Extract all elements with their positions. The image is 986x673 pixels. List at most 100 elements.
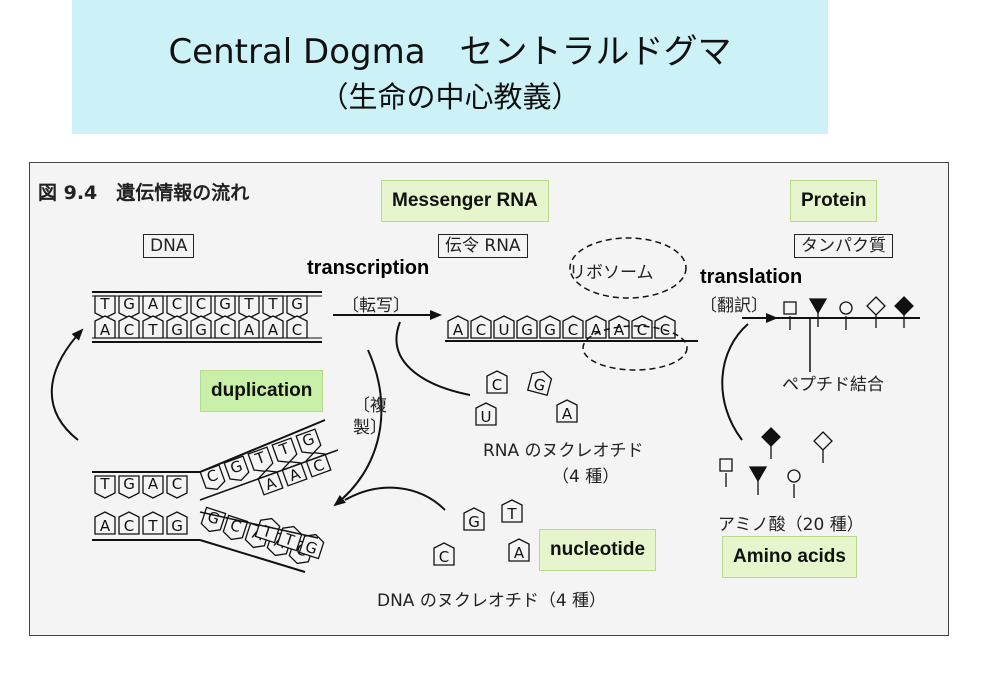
dna-free-nucleotide-letter: T xyxy=(506,505,517,523)
duplication-annotation: duplication xyxy=(200,370,324,412)
dna-free-nucleotide: T xyxy=(501,499,523,523)
mrna-base: G xyxy=(539,315,561,339)
dna-bottom-base-letter: C xyxy=(220,321,230,339)
rna-free-nucleotide-letter: A xyxy=(562,405,573,423)
fork-left-top-base-letter: C xyxy=(172,475,182,493)
figure-caption: 図 9.4 遺伝情報の流れ xyxy=(38,182,250,204)
amino-diamond-symbol xyxy=(813,431,833,463)
dna-bottom-base: G xyxy=(166,315,188,339)
dna-bottom-base-letter: G xyxy=(195,321,207,339)
fork-lower-top-base: C xyxy=(222,514,249,541)
amino-acid-feed-arrow xyxy=(721,323,749,441)
dna-top-base-letter: T xyxy=(243,295,254,313)
dna-bottom-base: G xyxy=(190,315,212,339)
dna-free-nucleotide: G xyxy=(463,507,485,531)
messenger-rna-annotation: Messenger RNA xyxy=(381,180,549,222)
dna-top-base: C xyxy=(166,295,188,319)
chain-triangle-symbol xyxy=(808,298,828,327)
mrna-base: C xyxy=(654,315,676,339)
mrna-base-letter: C xyxy=(476,321,486,339)
fork-left-bottom-base: A xyxy=(94,511,116,535)
rna-free-nucleotide-letter: U xyxy=(481,408,492,426)
mrna-base-letter: G xyxy=(521,321,533,339)
fork-upper-top-base-letter: G xyxy=(300,430,317,451)
fork-left-top-base: A xyxy=(142,475,164,499)
dna-top-base-letter: A xyxy=(148,295,159,313)
chain-diamond-symbol xyxy=(866,296,886,328)
dna-nucleotides-label: DNA のヌクレオチド（4 種） xyxy=(377,591,607,611)
mrna-base-letter: C xyxy=(568,321,578,339)
dna-top-base-letter: C xyxy=(172,295,182,313)
title-banner: Central Dogma セントラルドグマ （生命の中心教義） xyxy=(72,0,828,134)
fork-left-top-base: C xyxy=(166,475,188,499)
dna-free-nucleotide: A xyxy=(508,538,530,562)
fork-upper-top-base: G xyxy=(295,428,322,454)
ribosome-small-subunit xyxy=(582,325,688,371)
replication-fork xyxy=(92,419,339,573)
rna-free-nucleotide: G xyxy=(526,370,553,397)
dna-top-base-letter: C xyxy=(196,295,206,313)
dna-bottom-base-letter: T xyxy=(147,321,158,339)
fork-lower-top-base-letter: G xyxy=(205,508,222,529)
rna-free-nucleotide: A xyxy=(556,399,578,423)
dna-nucleotide-feed-arrow xyxy=(344,486,446,511)
replication-jp-label: 〔複製〕 xyxy=(353,396,387,438)
fork-left-top-base: T xyxy=(94,475,116,499)
dna-bottom-base-letter: G xyxy=(171,321,183,339)
fork-left-top-base: G xyxy=(118,475,140,499)
mrna-base: U xyxy=(493,315,515,339)
dna-top-base-letter: G xyxy=(219,295,231,313)
dna-bottom-base-letter: A xyxy=(100,321,111,339)
replication-return-arrow xyxy=(50,328,84,441)
fork-left-bottom-base-letter: T xyxy=(147,517,158,535)
mrna-label: 伝令 RNA xyxy=(438,234,528,258)
dna-top-base-letter: T xyxy=(267,295,278,313)
fork-lower-top-base: G xyxy=(200,506,227,533)
amino-square-symbol xyxy=(719,458,733,487)
fork-left-top-base-letter: T xyxy=(99,475,110,493)
slide-title: Central Dogma セントラルドグマ xyxy=(168,32,732,72)
dna-bottom-base: C xyxy=(214,315,236,339)
dna-free-nucleotide-letter: C xyxy=(439,548,449,566)
mrna-base: C xyxy=(631,315,653,339)
dna-bottom-base: A xyxy=(238,315,260,339)
fork-left-top-base-letter: A xyxy=(148,475,159,493)
dna-top-base: C xyxy=(190,295,212,319)
fork-lower-bottom-base-letter: G xyxy=(303,538,320,559)
chain-square-symbol xyxy=(783,301,797,330)
amino-triangle-symbol xyxy=(748,466,768,495)
transcription-jp-label: 〔転写〕 xyxy=(342,296,410,316)
rna-nucleotides-label: RNA のヌクレオチド xyxy=(483,441,644,461)
fork-upper-top-base: C xyxy=(199,464,226,490)
fork-left-bottom-base: C xyxy=(118,511,140,535)
chain-filled-diamond-symbol xyxy=(894,296,914,328)
amino-acids-jp-label: アミノ酸（20 種） xyxy=(718,515,864,535)
translation-annotation: translation xyxy=(700,266,803,288)
fork-left-top-base-letter: G xyxy=(123,475,135,493)
dna-top-base: G xyxy=(286,295,308,319)
mrna-base-letter: G xyxy=(544,321,556,339)
chain-circle-symbol xyxy=(839,301,853,330)
peptide-bond-label: ペプチド結合 xyxy=(782,375,884,395)
mrna-base-letter: A xyxy=(453,321,464,339)
dna-top-base: G xyxy=(118,295,140,319)
dna-bottom-base: C xyxy=(286,315,308,339)
fork-left-bottom-base: G xyxy=(166,511,188,535)
dna-top-base: A xyxy=(142,295,164,319)
dna-bottom-base: T xyxy=(142,315,164,339)
amino-acids-annotation: Amino acids xyxy=(722,536,857,578)
fork-upper-top-base: T xyxy=(247,446,274,472)
dna-top-base: G xyxy=(214,295,236,319)
fork-left-bottom-base-letter: A xyxy=(100,517,111,535)
rna-free-nucleotide: C xyxy=(486,370,508,394)
dna-bottom-base-letter: C xyxy=(292,321,302,339)
transcription-annotation: transcription xyxy=(307,257,430,279)
mrna-base: C xyxy=(470,315,492,339)
fork-left-bottom-base: T xyxy=(142,511,164,535)
dna-top-base: T xyxy=(262,295,284,319)
slide-subtitle: （生命の中心教義） xyxy=(319,80,581,114)
dna-bottom-base-letter: A xyxy=(268,321,279,339)
dna-top-base-letter: T xyxy=(99,295,110,313)
dna-bottom-base-letter: A xyxy=(244,321,255,339)
